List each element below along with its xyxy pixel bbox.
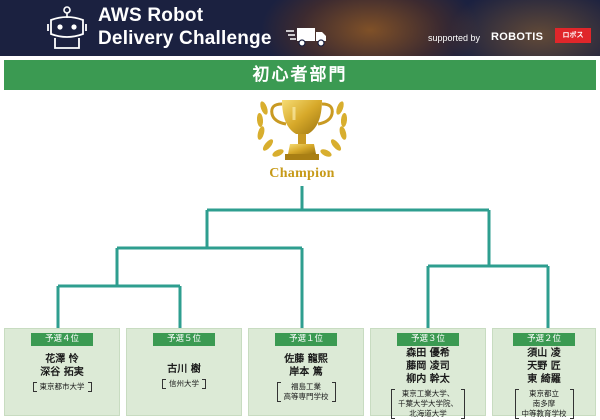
seed-badge: 予選５位 [153, 333, 215, 346]
team-card-seed4: 予選４位 花澤 怜 深谷 拓実 東京都市大学 [4, 328, 120, 416]
team-members: 佐藤 龍熙 岸本 篤 福島工業 高等専門学校 [249, 353, 363, 403]
team-members: 森田 優希 藤岡 凌司 柳内 幹太 東京工業大学、 千葉大学大学院、 北海道大学 [371, 347, 485, 420]
seed-badge: 予選３位 [397, 333, 459, 346]
member-name: 深谷 拓実 [40, 367, 84, 378]
school-name: 東京工業大学、 千葉大学大学院、 北海道大学 [391, 389, 465, 419]
seed-badge: 予選２位 [513, 333, 575, 346]
category-title: 初心者部門 [4, 60, 596, 90]
school-name: 福島工業 高等専門学校 [276, 382, 336, 402]
event-banner: AWS Robot Delivery Challenge supported b… [0, 0, 600, 56]
sponsor-badge: ロボス [555, 28, 591, 43]
team-card-seed1: 予選１位 佐藤 龍熙 岸本 篤 福島工業 高等専門学校 [248, 328, 364, 416]
team-members: 須山 凌 天野 匠 東 綺羅 東京都立 南多摩 中等教育学校 [493, 347, 595, 420]
member-name: 柳内 幹太 [406, 374, 450, 385]
member-name: 花澤 怜 [45, 354, 79, 365]
member-name: 天野 匠 [527, 361, 561, 372]
member-name: 東 綺羅 [527, 374, 561, 385]
robot-icon [47, 6, 87, 49]
school-name: 信州大学 [162, 379, 206, 389]
member-name: 佐藤 龍熙 [284, 354, 328, 365]
champion-label: Champion [269, 166, 335, 181]
team-members: 古川 樹 信州大学 [127, 363, 241, 390]
sponsor-logo: ROBOTIS [491, 31, 544, 43]
supported-by-label: supported by [428, 33, 481, 43]
member-name: 須山 凌 [527, 348, 561, 359]
member-name: 古川 樹 [167, 364, 201, 375]
banner-title-line1: AWS Robot [98, 5, 204, 26]
seed-badge: 予選４位 [31, 333, 93, 346]
banner-title: AWS Robot Delivery Challenge [98, 4, 272, 50]
school-name: 東京都市大学 [32, 382, 92, 392]
member-name: 藤岡 凌司 [406, 361, 450, 372]
delivery-truck-icon [286, 28, 326, 47]
team-card-seed5: 予選５位 古川 樹 信州大学 [126, 328, 242, 416]
member-name: 岸本 篤 [289, 367, 323, 378]
team-card-seed3: 予選３位 森田 優希 藤岡 凌司 柳内 幹太 東京工業大学、 千葉大学大学院、 … [370, 328, 486, 419]
trophy-icon [256, 100, 348, 160]
team-card-seed2: 予選２位 須山 凌 天野 匠 東 綺羅 東京都立 南多摩 中等教育学校 [492, 328, 596, 419]
team-members: 花澤 怜 深谷 拓実 東京都市大学 [5, 353, 119, 393]
banner-title-line2: Delivery Challenge [98, 28, 272, 49]
member-name: 森田 優希 [406, 348, 450, 359]
school-name: 東京都立 南多摩 中等教育学校 [514, 389, 574, 419]
seed-badge: 予選１位 [275, 333, 337, 346]
